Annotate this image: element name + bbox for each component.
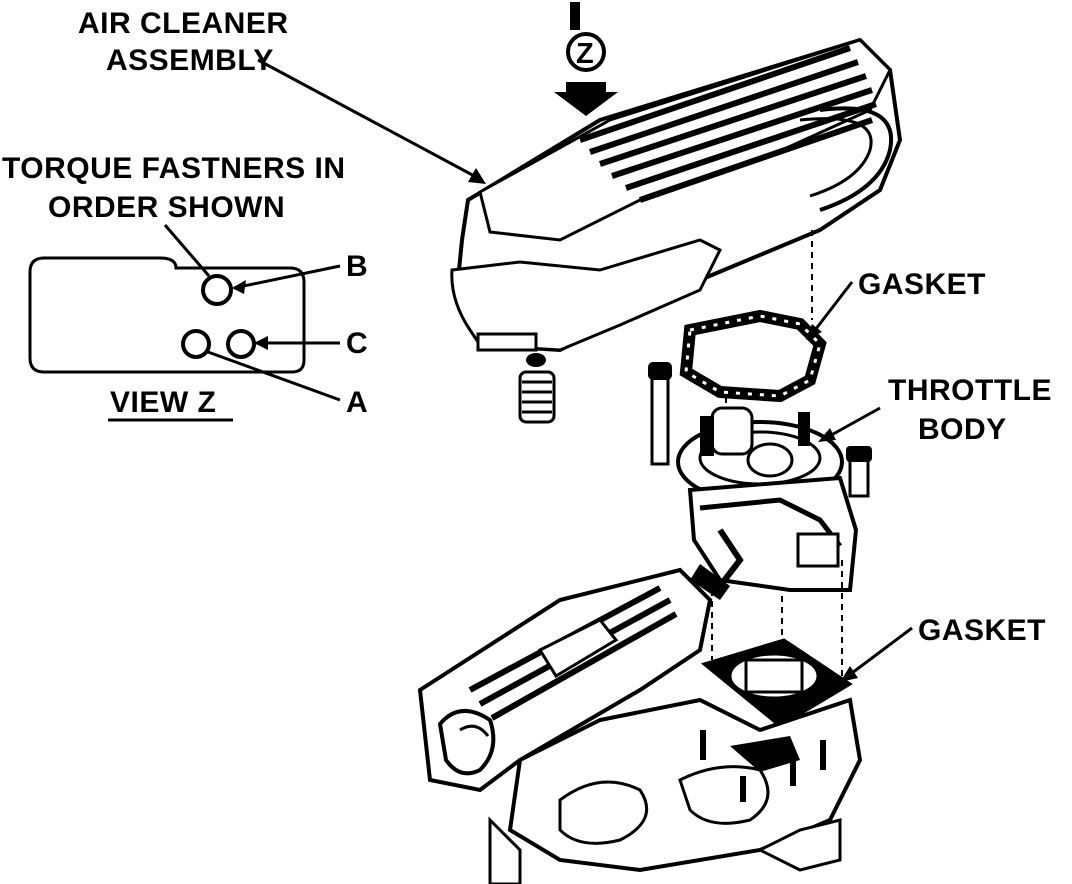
throttle-body	[676, 406, 872, 600]
fastener-b-leader	[233, 264, 341, 290]
air-cleaner-label-line2: ASSEMBLY	[106, 44, 274, 77]
lower-gasket	[700, 638, 853, 728]
torque-label-line1: TORQUE FASTNERS IN	[2, 152, 345, 185]
view-z-label: VIEW Z	[110, 386, 216, 419]
air-cleaner-lid	[478, 38, 892, 242]
air-cleaner-assembly	[450, 37, 903, 424]
throttle-body-label-line2: BODY	[918, 413, 1007, 446]
fastener-a-hole	[181, 329, 211, 359]
fastener-b-label: B	[346, 250, 368, 283]
view-z-flange-outline	[28, 256, 306, 374]
gasket-lower-leader	[847, 626, 913, 678]
fastener-a-leader	[207, 350, 341, 402]
fastener-a-label: A	[346, 386, 368, 419]
throttle-body-arrowhead	[818, 428, 836, 442]
fastener-b-hole	[201, 274, 233, 306]
throttle-body-label-line1: THROTTLE	[888, 374, 1052, 407]
view-z-marker-letter: Z	[576, 38, 594, 70]
air-cleaner-stud	[518, 370, 556, 424]
gasket-upper-leader	[810, 281, 854, 335]
upper-gasket	[679, 309, 827, 403]
fastener-c-hole	[226, 329, 256, 359]
air-cleaner-base	[450, 238, 723, 352]
air-cleaner-ribs	[579, 45, 877, 203]
throttle-body-leader	[825, 406, 881, 440]
torque-leader-line	[163, 224, 211, 277]
fastener-b-arrowhead	[232, 280, 246, 294]
air-cleaner-arrowhead	[468, 168, 486, 184]
gasket-upper-arrowhead	[806, 324, 822, 340]
air-cleaner-label-line1: AIR CLEANER	[78, 7, 289, 40]
long-bolt	[648, 362, 672, 466]
gasket-upper-label: GASKET	[858, 268, 986, 301]
view-z-arrow-icon: Z	[554, 2, 618, 116]
fastener-c-label: C	[346, 327, 368, 360]
torque-label-line2: ORDER SHOWN	[48, 191, 285, 224]
gasket-lower-arrowhead	[840, 666, 858, 682]
air-cleaner-duct	[819, 106, 894, 212]
air-cleaner-leader	[257, 58, 479, 180]
intake-manifold	[417, 567, 863, 884]
gasket-lower-label: GASKET	[918, 614, 1046, 647]
fastener-c-arrowhead	[254, 336, 268, 350]
